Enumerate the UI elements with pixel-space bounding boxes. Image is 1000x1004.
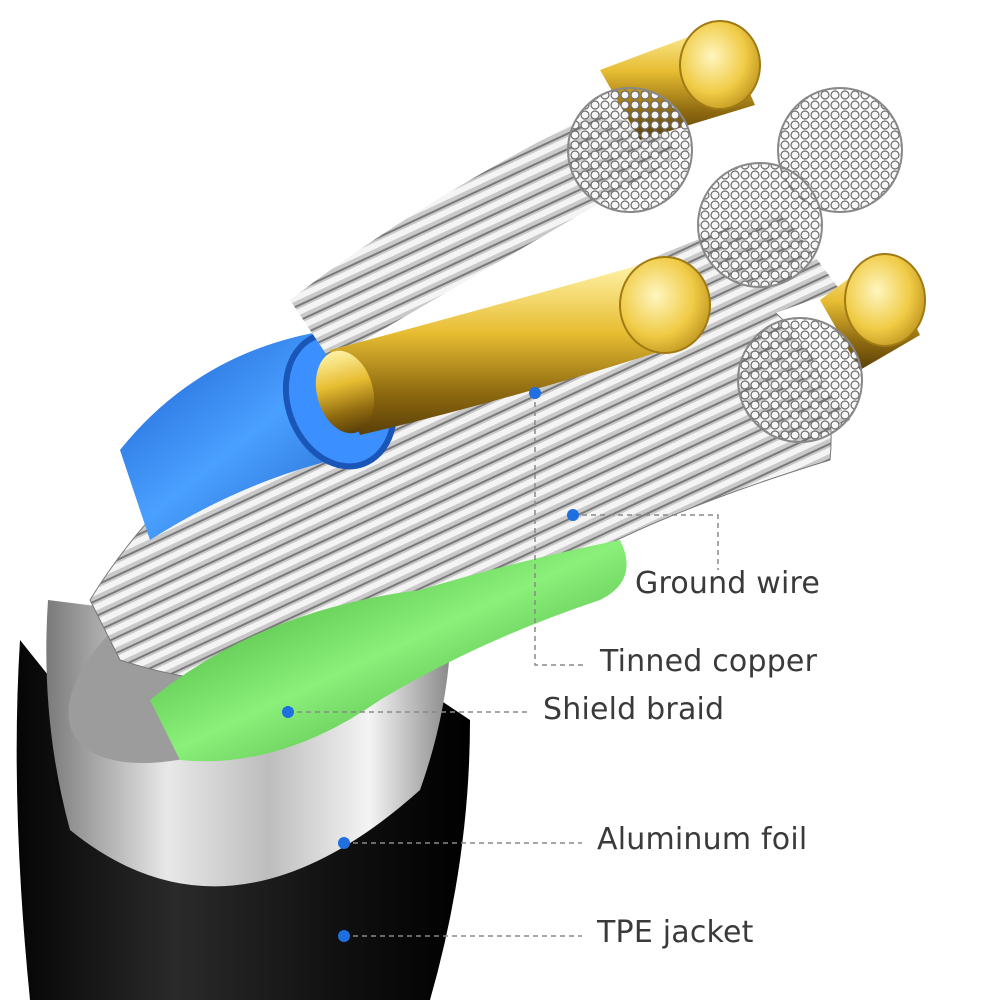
leader-tinned-copper [534,393,585,666]
strand-end-4 [737,317,863,443]
label-tpe-jacket: TPE jacket [597,915,754,950]
strand-end-1 [567,87,693,213]
strand-end-3 [697,162,823,288]
marker-tpe-jacket [338,930,350,942]
label-tinned-copper: Tinned copper [600,644,818,679]
tinned-copper-conductor [330,265,680,435]
marker-tinned-copper [529,387,541,399]
label-ground-wire: Ground wire [635,566,821,601]
label-shield-braid: Shield braid [543,692,725,727]
label-aluminum-foil: Aluminum foil [597,822,808,857]
marker-aluminum-foil [338,837,350,849]
strand-end-2 [777,87,903,213]
leader-ground-wire [573,514,719,570]
green-insulation-shape [150,540,627,762]
marker-shield-braid [282,706,294,718]
marker-ground-wire [567,509,579,521]
leader-lines [288,393,719,937]
